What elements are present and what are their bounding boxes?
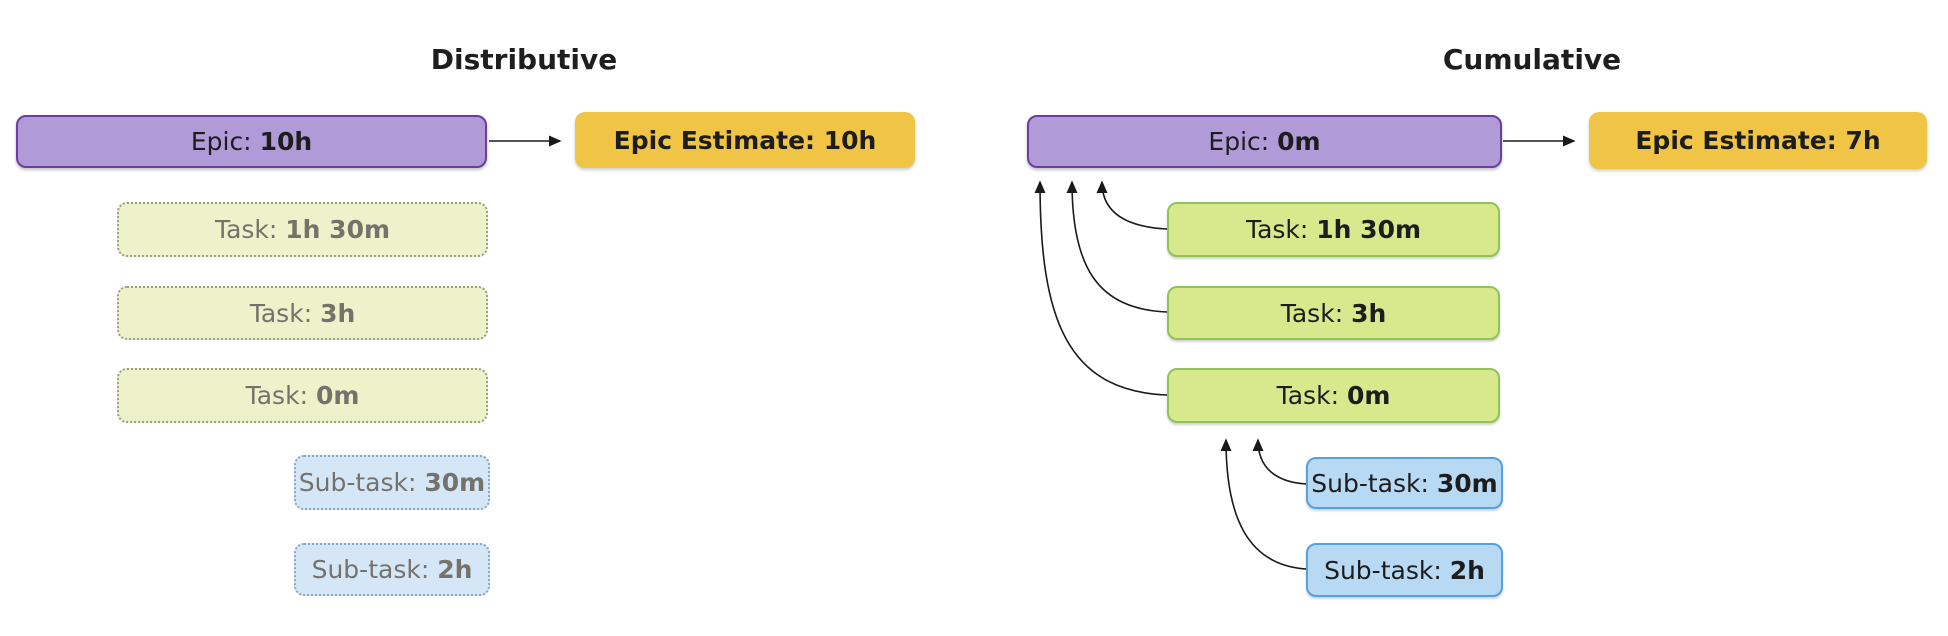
task-label: Task: <box>214 215 286 244</box>
task-value: 1h 30m <box>1316 215 1422 244</box>
epic-value: 10h <box>259 127 313 156</box>
node-epic-estimate-distributive: Epic Estimate: 10h <box>575 112 915 168</box>
node-task-3-cumulative: Task: 0m <box>1167 368 1500 423</box>
node-subtask-1-distributive: Sub-task: 30m <box>294 455 490 510</box>
task-value: 1h 30m <box>285 215 391 244</box>
estimate-value: 10h <box>823 125 877 155</box>
arrow-task3-to-epic <box>1034 180 1168 396</box>
arrow-task2-to-epic <box>1066 180 1168 313</box>
subtask-label: Sub-task: <box>1324 555 1450 585</box>
epic-value: 0m <box>1277 127 1321 156</box>
node-task-1-distributive: Task: 1h 30m <box>117 202 488 257</box>
task-value: 0m <box>315 381 360 410</box>
task-value: 0m <box>1346 381 1391 410</box>
node-task-3-distributive: Task: 0m <box>117 368 488 423</box>
task-label: Task: <box>1276 381 1347 410</box>
arrow-task1-to-epic <box>1096 180 1168 230</box>
subtask-value: 2h <box>437 555 473 584</box>
node-subtask-2-distributive: Sub-task: 2h <box>294 543 490 596</box>
node-epic-distributive: Epic: 10h <box>16 115 487 168</box>
task-label: Task: <box>249 298 321 328</box>
task-value: 3h <box>320 298 356 328</box>
task-label: Task: <box>245 381 316 410</box>
task-value: 3h <box>1351 298 1387 328</box>
subtask-value: 30m <box>424 468 486 497</box>
task-label: Task: <box>1245 215 1317 244</box>
epic-label: Epic: <box>190 127 260 156</box>
subtask-value: 30m <box>1436 468 1498 498</box>
node-epic-estimate-cumulative: Epic Estimate: 7h <box>1589 112 1927 169</box>
epic-label: Epic: <box>1208 127 1278 156</box>
node-task-2-cumulative: Task: 3h <box>1167 286 1500 340</box>
node-subtask-2-cumulative: Sub-task: 2h <box>1306 543 1503 597</box>
node-subtask-1-cumulative: Sub-task: 30m <box>1306 457 1503 509</box>
estimate-label: Epic Estimate: <box>613 125 824 155</box>
subtask-label: Sub-task: <box>311 555 438 584</box>
node-task-2-distributive: Task: 3h <box>117 286 488 340</box>
arrow-subtask2-to-task <box>1220 438 1307 570</box>
estimate-value: 7h <box>1845 126 1881 155</box>
node-epic-cumulative: Epic: 0m <box>1027 115 1502 168</box>
distributive-title: Distributive <box>430 43 618 77</box>
task-label: Task: <box>1280 298 1352 328</box>
node-task-1-cumulative: Task: 1h 30m <box>1167 202 1500 257</box>
estimate-label: Epic Estimate: <box>1635 126 1846 155</box>
subtask-label: Sub-task: <box>1311 468 1437 498</box>
arrow-subtask1-to-task <box>1252 438 1307 485</box>
cumulative-title: Cumulative <box>1442 43 1622 77</box>
subtask-value: 2h <box>1449 555 1485 585</box>
subtask-label: Sub-task: <box>298 468 425 497</box>
